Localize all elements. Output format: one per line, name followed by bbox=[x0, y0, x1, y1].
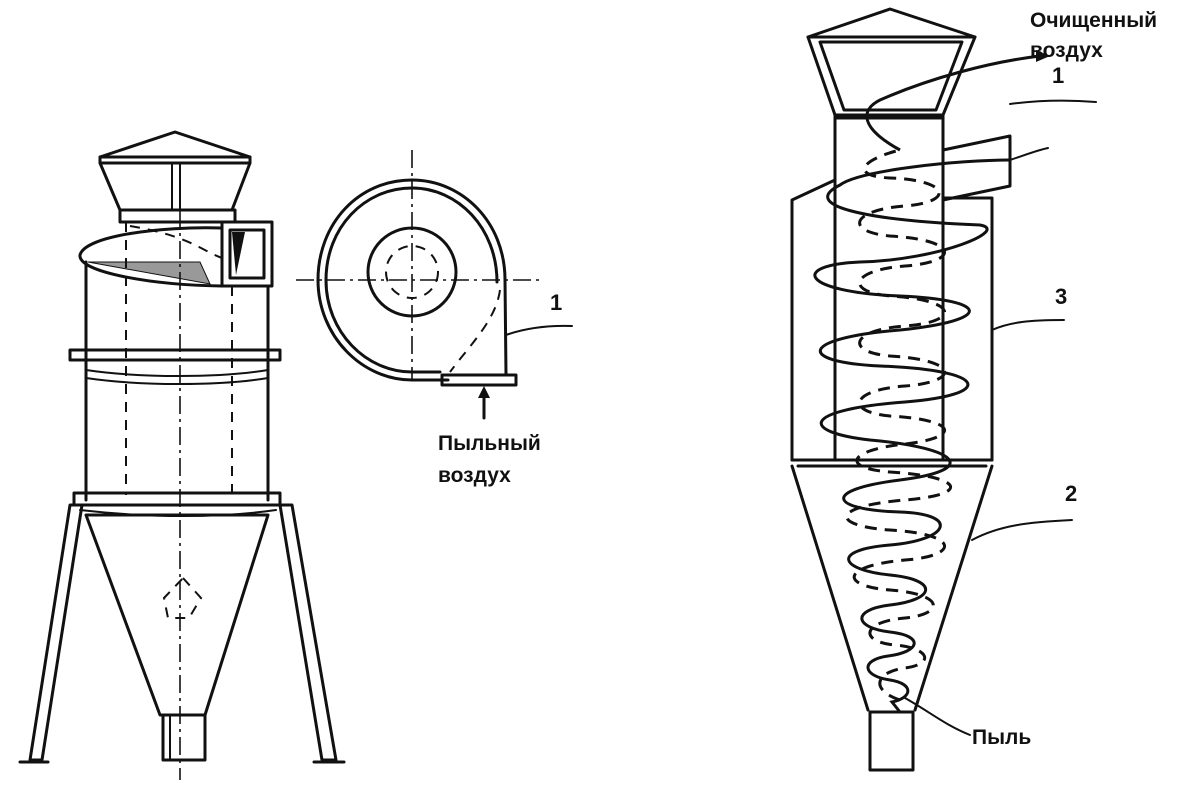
clean-air-exit-path bbox=[865, 54, 1041, 152]
inner-vortex-spiral bbox=[845, 148, 953, 702]
section-dust-outlet bbox=[868, 710, 915, 772]
section-callout-line-1 bbox=[1009, 99, 1097, 105]
plan-outer-scroll bbox=[316, 178, 507, 382]
side-inspection-hatch bbox=[162, 576, 203, 619]
side-roof-hood bbox=[98, 161, 252, 212]
section-callout-line-2 bbox=[971, 519, 1073, 541]
callout-2: 2 bbox=[1065, 481, 1078, 506]
outer-vortex-spiral bbox=[813, 158, 1011, 713]
plan-exhaust-pipe bbox=[366, 226, 458, 318]
callout-1-right: 1 bbox=[1052, 63, 1065, 88]
plan-inlet-flange bbox=[440, 373, 518, 387]
cyclone-section-view bbox=[790, 7, 1097, 772]
callout-1-left: 1 bbox=[550, 290, 563, 315]
section-roof-cap bbox=[806, 7, 977, 39]
side-exhaust-ring bbox=[118, 208, 237, 224]
side-cone bbox=[84, 513, 270, 717]
side-inlet-spiral bbox=[78, 226, 224, 288]
section-cone-right bbox=[913, 464, 994, 712]
section-body-right bbox=[941, 196, 994, 462]
section-callout-line-dust bbox=[904, 697, 971, 736]
plan-callout-line-1 bbox=[505, 324, 573, 336]
side-dust-outlet bbox=[161, 713, 207, 762]
section-callout-line-3 bbox=[991, 319, 1065, 331]
side-inlet-box bbox=[220, 220, 274, 288]
cyclone-plan-view bbox=[296, 150, 573, 420]
callout-3: 3 bbox=[1055, 284, 1068, 309]
cyclone-side-view bbox=[18, 130, 346, 780]
side-leg-left bbox=[28, 503, 84, 762]
section-inlet-duct bbox=[941, 134, 1012, 202]
dusty-air-label: Пыльный воздух bbox=[438, 432, 541, 487]
clean-air-label: Очищенный воздух bbox=[1030, 9, 1158, 62]
section-cone-left bbox=[790, 464, 870, 712]
side-upper-band bbox=[68, 348, 282, 362]
section-body-left bbox=[790, 178, 837, 462]
side-lower-band bbox=[72, 491, 282, 507]
side-roof-cap bbox=[98, 130, 252, 159]
side-leg-right bbox=[278, 503, 338, 762]
dust-label: Пыль bbox=[972, 726, 1032, 749]
